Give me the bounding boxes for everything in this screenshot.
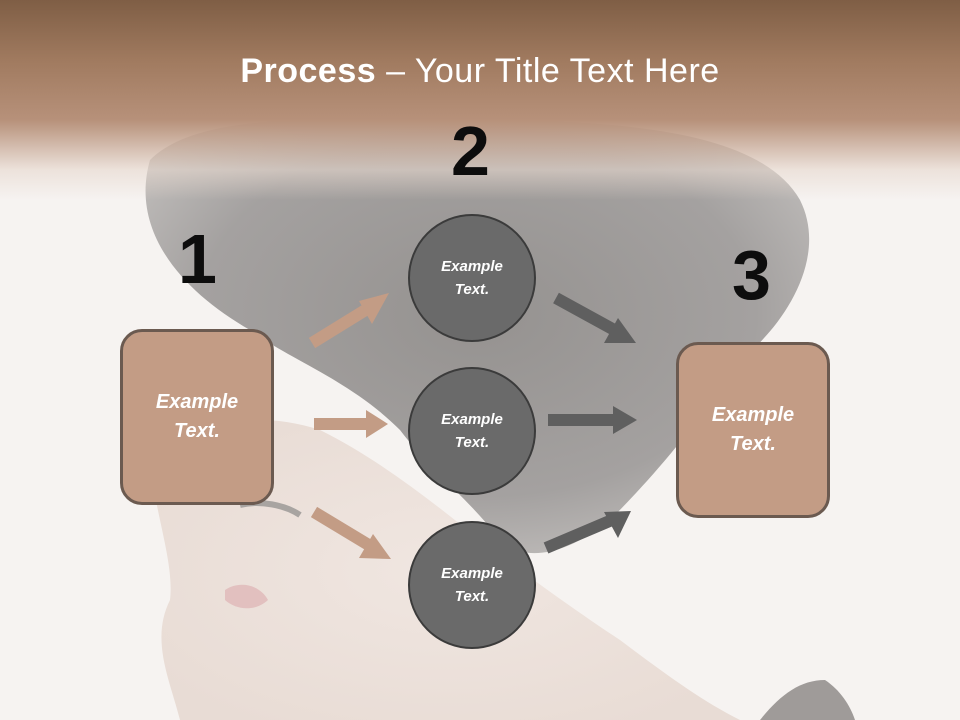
circle-bottom-text: Example Text. (441, 565, 503, 605)
circle-middle-text: Example Text. (441, 411, 503, 451)
circle-top-text: Example Text. (441, 258, 503, 298)
header-band (0, 0, 960, 200)
circle-top: Example Text. (408, 214, 536, 342)
circle-bottom: Example Text. (408, 521, 536, 649)
step-3-text: Example Text. (711, 404, 795, 455)
step-3-box: Example Text. (676, 342, 830, 518)
step-number-3: 3 (732, 236, 771, 314)
title-rest: – Your Title Text Here (376, 52, 720, 90)
step-number-2: 2 (451, 112, 490, 190)
step-1-box: Example Text. (120, 329, 274, 505)
title-bold: Process (240, 52, 377, 90)
step-1-text: Example Text. (155, 391, 239, 442)
step-number-1: 1 (178, 220, 217, 298)
slide-title: Process – Your Title Text Here (0, 52, 960, 91)
circle-middle: Example Text. (408, 367, 536, 495)
